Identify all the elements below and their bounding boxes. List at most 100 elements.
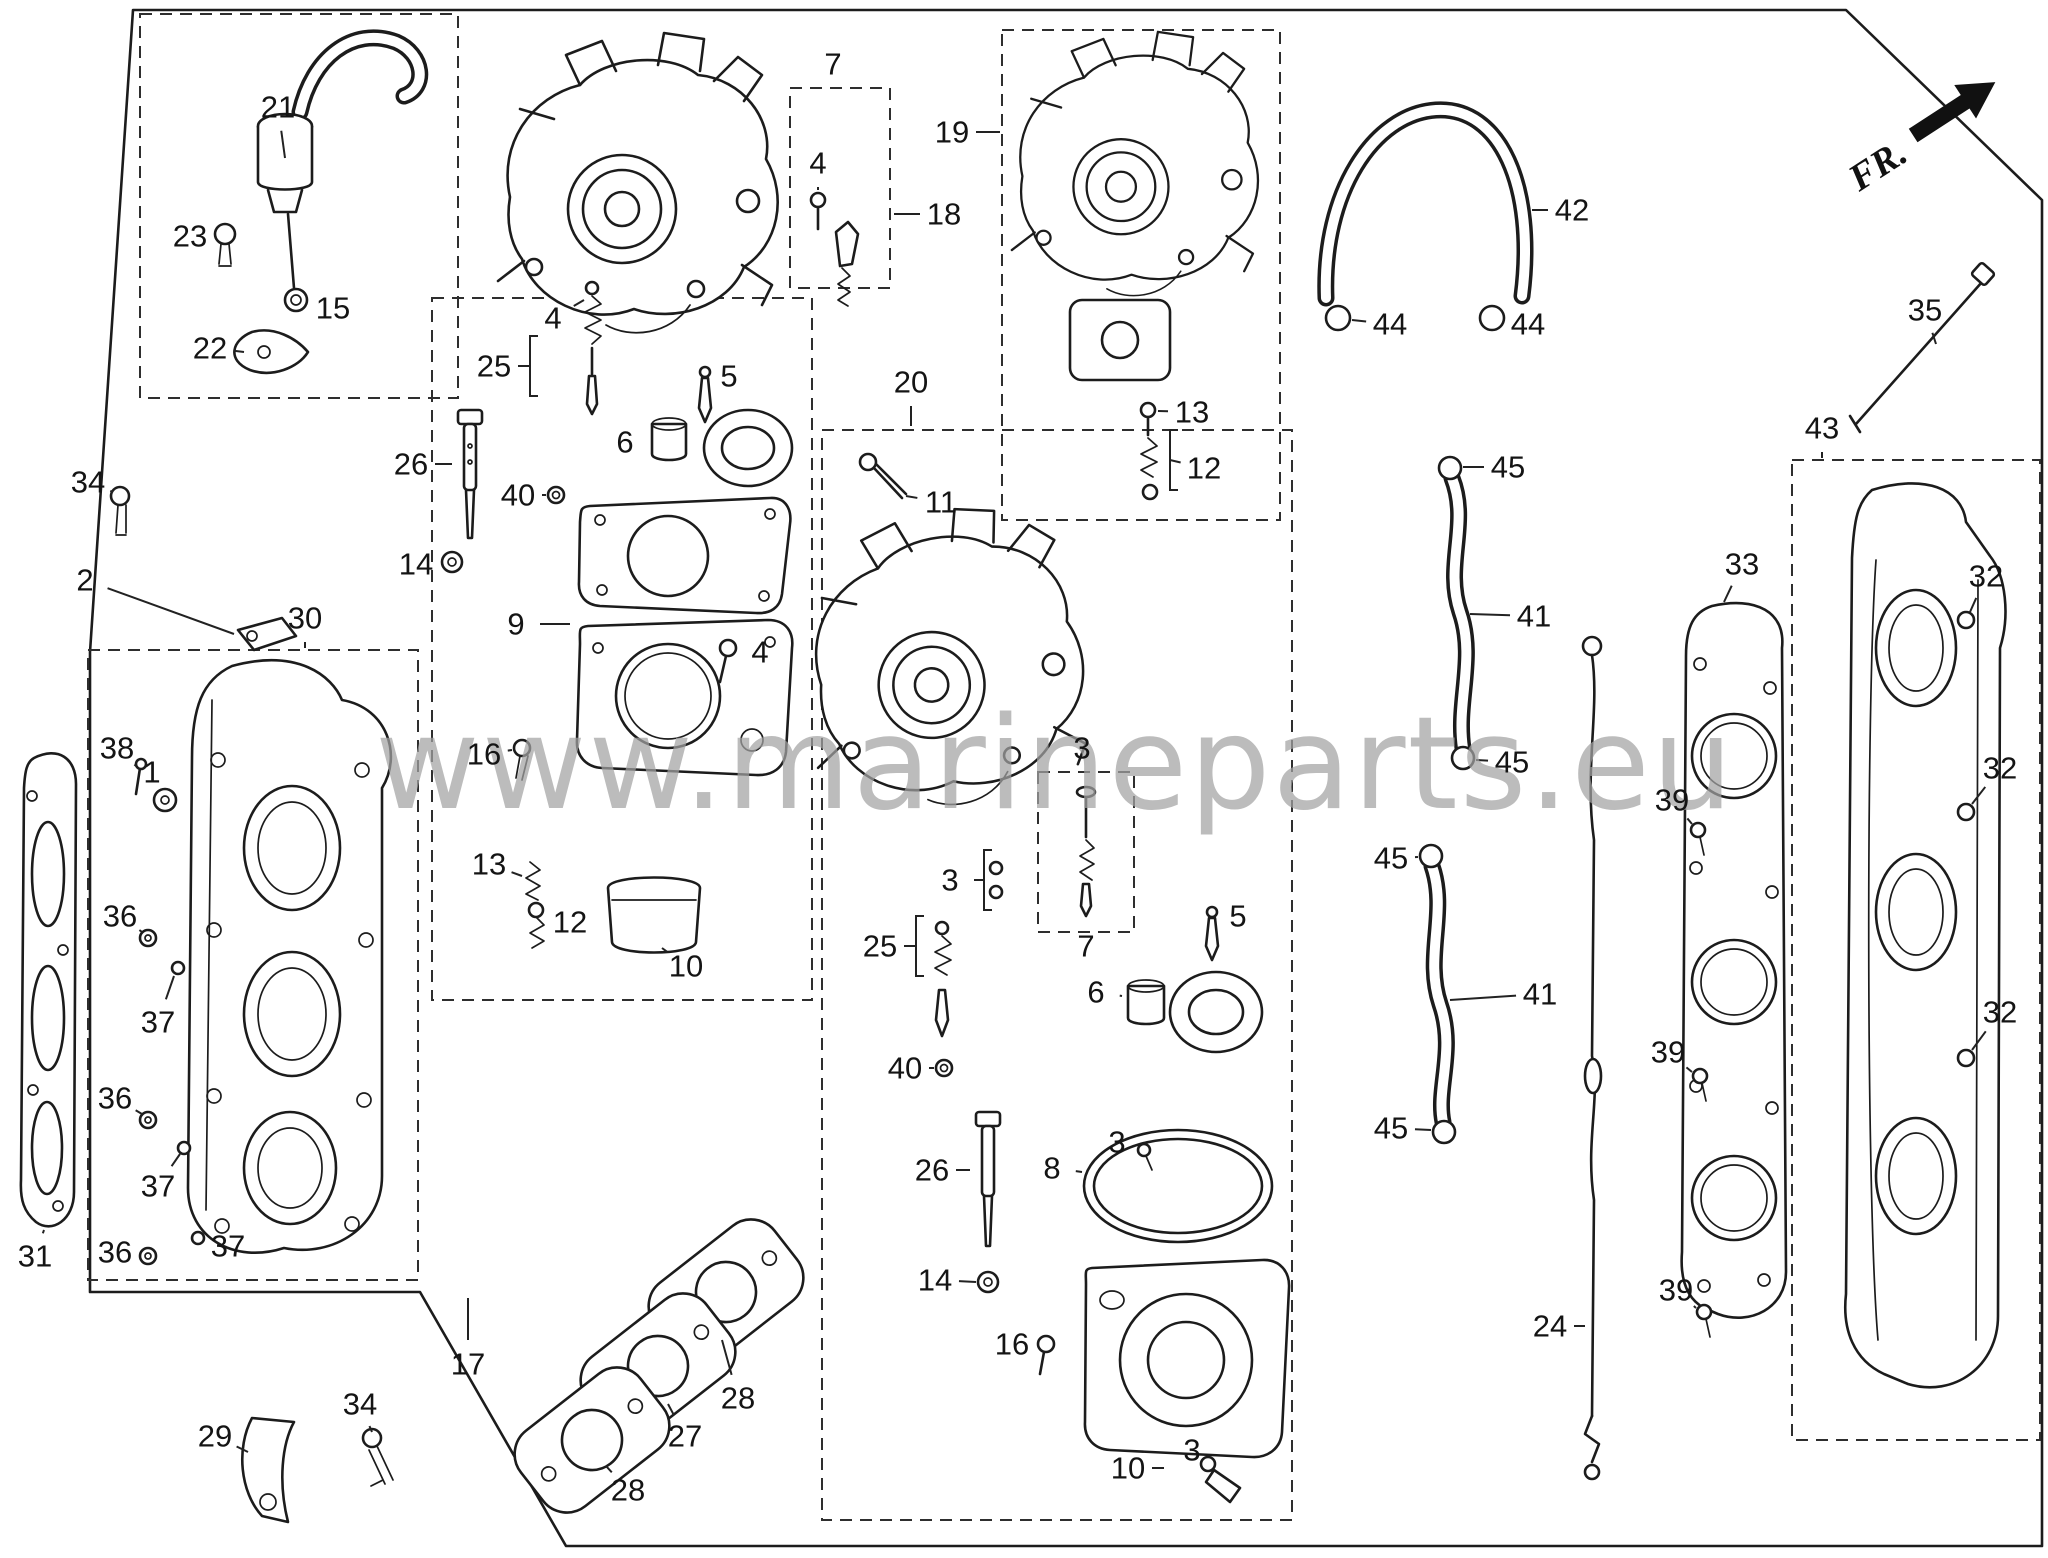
fr-arrow-icon (1908, 82, 1996, 143)
part-callout-31: 31 (17, 1238, 53, 1274)
part-callout-6: 6 (616, 424, 634, 460)
part-callout-41: 41 (1522, 976, 1558, 1012)
leader-line-39 (1693, 1305, 1697, 1309)
part-callout-21: 21 (260, 89, 296, 125)
outer-manifold (1844, 261, 2007, 1389)
leader-line-37 (170, 1153, 181, 1167)
leader-line-45 (1414, 1128, 1432, 1131)
part-callout-45: 45 (1490, 449, 1526, 485)
leader-line-39 (1685, 1066, 1693, 1073)
part-callout-6: 6 (1087, 974, 1105, 1010)
carburetor-assembly-1 (496, 31, 779, 335)
part-callout-32: 32 (1982, 750, 2018, 786)
part-callout-4: 4 (751, 634, 769, 670)
part-callout-3: 3 (1183, 1432, 1201, 1468)
water-tubes (1418, 455, 1476, 1145)
part-callout-12: 12 (552, 904, 588, 940)
part-callout-34: 34 (342, 1386, 378, 1422)
intake-manifold (109, 485, 394, 1524)
leader-line-12 (1169, 459, 1181, 464)
leader-line-32 (1969, 597, 1978, 613)
part-callout-37: 37 (140, 1168, 176, 1204)
part-callout-17: 17 (450, 1346, 486, 1382)
part-callout-23: 23 (172, 218, 208, 254)
part-callout-40: 40 (887, 1050, 923, 1086)
bracket-12 (1169, 429, 1178, 491)
leader-line-22 (233, 349, 245, 353)
part-callout-5: 5 (1229, 898, 1247, 934)
part-callout-33: 33 (1724, 546, 1760, 582)
needle-set-mid-group (1037, 771, 1135, 933)
leader-line-14 (958, 1280, 977, 1283)
inner-plate (1680, 601, 1788, 1338)
part-callout-36: 36 (102, 898, 138, 934)
part-callout-13: 13 (471, 846, 507, 882)
carburetor-2-float-chamber (1068, 298, 1172, 382)
bracket-25 (915, 915, 924, 977)
leader-line-32 (1971, 1030, 1987, 1051)
leader-line-11 (905, 495, 918, 499)
part-callout-18: 18 (926, 196, 962, 232)
part-callout-43: 43 (1804, 410, 1840, 446)
part-callout-45: 45 (1373, 1110, 1409, 1146)
part-callout-39: 39 (1650, 1034, 1686, 1070)
leader-line-13 (511, 871, 523, 877)
diagram-border (88, 8, 2044, 1548)
part-callout-30: 30 (287, 600, 323, 636)
part-callout-36: 36 (97, 1080, 133, 1116)
part-callout-20: 20 (893, 364, 929, 400)
part-callout-13: 13 (1174, 394, 1210, 430)
part-callout-34: 34 (70, 464, 106, 500)
part-callout-35: 35 (1907, 292, 1943, 328)
leader-line-41 (1469, 613, 1511, 617)
part-callout-19: 19 (934, 114, 970, 150)
part-callout-16: 16 (994, 1326, 1030, 1362)
throttle-link-rod (1581, 635, 1603, 1481)
part-callout-4: 4 (809, 145, 827, 181)
part-callout-39: 39 (1658, 1272, 1694, 1308)
carburetor-2-group (1001, 29, 1281, 521)
carburetor-assembly-3 (791, 496, 1098, 820)
part-callout-1: 1 (143, 754, 161, 790)
part-callout-16: 16 (466, 736, 502, 772)
part-callout-12: 12 (1186, 450, 1222, 486)
part-callout-27: 27 (667, 1418, 703, 1454)
part-callout-37: 37 (210, 1228, 246, 1264)
screw-set-top (809, 191, 860, 307)
leader-line-10 (661, 947, 668, 953)
fr-label: FR. (1840, 132, 1914, 201)
needle-jet-set-left (440, 280, 794, 954)
part-callout-24: 24 (1532, 1308, 1568, 1344)
leader-line-36 (135, 1109, 143, 1115)
part-callout-39: 39 (1654, 782, 1690, 818)
leader-line-37 (164, 975, 175, 1000)
outer-manifold-group (1791, 459, 2041, 1441)
leader-line-4 (573, 299, 585, 307)
carburetor-assembly-2 (1010, 30, 1260, 297)
leader-line-28 (721, 1339, 733, 1376)
part-callout-5: 5 (720, 358, 738, 394)
part-callout-14: 14 (398, 546, 434, 582)
part-callout-42: 42 (1554, 192, 1590, 228)
part-callout-26: 26 (393, 446, 429, 482)
leader-line-8 (1075, 1170, 1083, 1173)
part-callout-9: 9 (507, 606, 525, 642)
part-callout-44: 44 (1372, 306, 1408, 342)
part-callout-29: 29 (197, 1418, 233, 1454)
part-callout-8: 8 (1043, 1150, 1061, 1186)
leader-line-32 (1971, 786, 1987, 805)
leader-line-35 (1931, 332, 1937, 345)
part-callout-25: 25 (476, 348, 512, 384)
part-callout-32: 32 (1982, 994, 2018, 1030)
part-callout-38: 38 (99, 730, 135, 766)
part-callout-45: 45 (1373, 840, 1409, 876)
fuel-pump-group (139, 13, 459, 399)
part-callout-40: 40 (500, 477, 536, 513)
leader-line-38 (133, 763, 137, 767)
leader-line-39 (1686, 817, 1693, 825)
part-callout-25: 25 (862, 928, 898, 964)
part-callout-10: 10 (668, 948, 704, 984)
part-callout-3: 3 (941, 862, 959, 898)
part-callout-3: 3 (1108, 1124, 1126, 1160)
